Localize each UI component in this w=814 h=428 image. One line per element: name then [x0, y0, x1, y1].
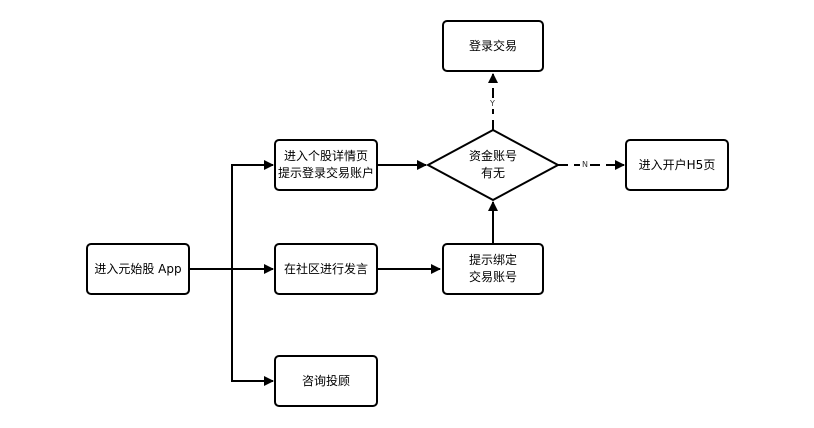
decision-diamond-label: 资金账号 有无 — [468, 149, 517, 180]
edge-label-no: N — [580, 160, 590, 170]
decision-diamond-shape — [425, 128, 561, 202]
node-stock-detail: 进入个股详情页 提示登录交易账户 — [274, 139, 378, 191]
edge-label-yes: Y — [488, 99, 497, 109]
node-bind-prompt: 提示绑定 交易账号 — [442, 243, 544, 295]
node-open-account: 进入开户H5页 — [625, 139, 729, 191]
node-community: 在社区进行发言 — [274, 243, 378, 295]
node-login-trade: 登录交易 — [442, 20, 544, 72]
node-consult: 咨询投顾 — [274, 355, 378, 407]
node-enter-app: 进入元始股 App — [86, 243, 190, 295]
